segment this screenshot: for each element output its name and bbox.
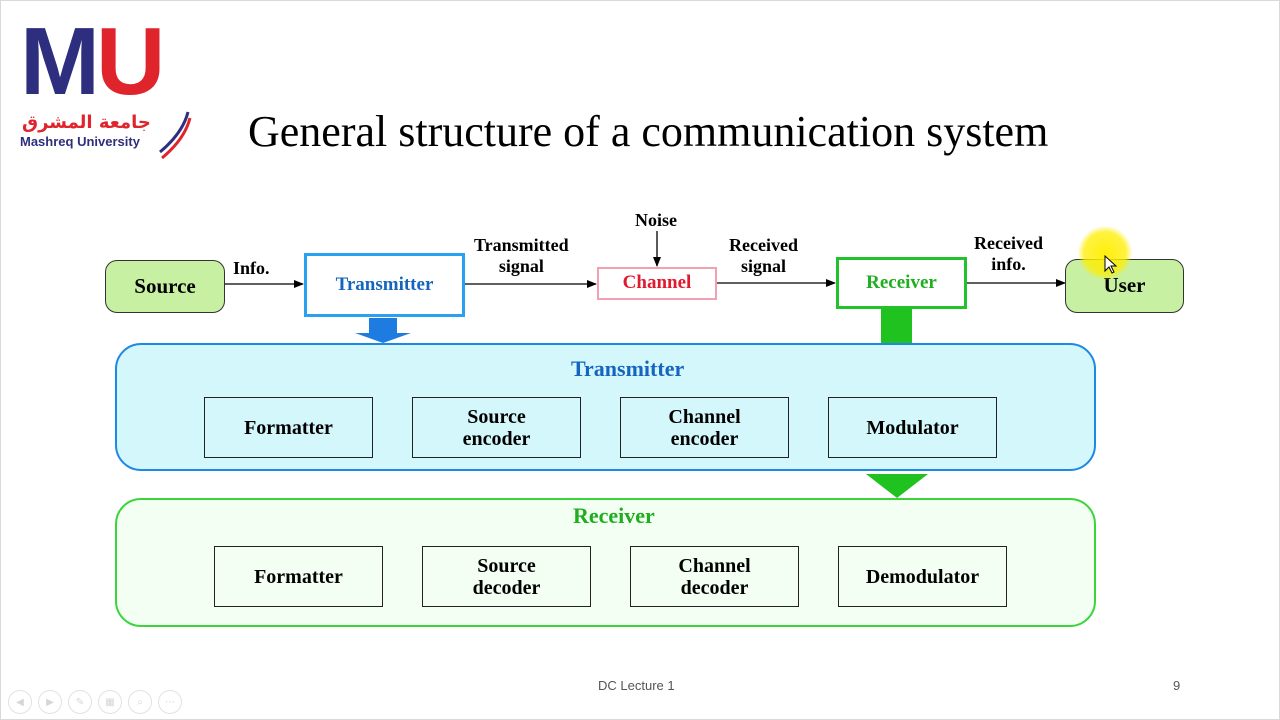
transmitter-to-receiver-arrow	[866, 474, 928, 498]
transmitted-signal-label: Transmitted signal	[474, 235, 569, 276]
logo-latin-name: Mashreq University	[20, 134, 140, 149]
received-info-label: Received info.	[974, 233, 1043, 274]
transmitted-signal-line1: Transmitted	[474, 235, 569, 255]
rx-block-line2: decoder	[472, 576, 541, 599]
noise-label: Noise	[635, 210, 677, 230]
modulator-block: Modulator	[828, 397, 997, 458]
received-signal-line1: Received	[729, 235, 798, 255]
rx-block-line1: Demodulator	[865, 565, 980, 588]
footer-title: DC Lecture 1	[598, 678, 675, 693]
transmitted-signal-line2: signal	[498, 255, 544, 276]
tx-block-line1: Formatter	[244, 416, 333, 439]
receiver-block: Receiver	[836, 257, 967, 309]
tx-block-line1: Modulator	[866, 416, 959, 439]
tx-block-line2: encoder	[670, 427, 739, 450]
slides-icon[interactable]: ▦	[98, 690, 122, 714]
rx-block-line1: Source	[477, 554, 536, 577]
received-info-line2: info.	[991, 253, 1026, 274]
rx-block-line2: decoder	[680, 576, 749, 599]
receiver-label: Receiver	[866, 271, 937, 293]
received-info-line1: Received	[974, 233, 1043, 253]
more-icon[interactable]: ⋯	[158, 690, 182, 714]
transmitter-label: Transmitter	[335, 273, 434, 295]
page-number: 9	[1173, 678, 1181, 693]
tx-block-line1: Channel	[668, 405, 741, 428]
logo-letter-u: U	[95, 8, 165, 115]
transmitter-expand-arrow	[355, 318, 411, 343]
mouse-pointer-icon	[1104, 255, 1118, 274]
next-icon[interactable]: ▶	[38, 690, 62, 714]
user-label: User	[1103, 273, 1146, 298]
zoom-icon[interactable]: ⌕	[128, 690, 152, 714]
slideshow-toolbar: ◀ ▶ ✎ ▦ ⌕ ⋯	[8, 690, 182, 714]
logo-letter-m: M	[20, 8, 100, 115]
pen-icon[interactable]: ✎	[68, 690, 92, 714]
rx-formatter-block: Formatter	[214, 546, 383, 607]
demodulator-block: Demodulator	[838, 546, 1007, 607]
received-signal-label: Received signal	[729, 235, 798, 276]
logo-arabic-name: جامعة المشرق	[22, 112, 151, 133]
received-signal-line2: signal	[740, 255, 786, 276]
source-block: Source	[105, 260, 225, 313]
logo-letters: MU	[20, 14, 165, 110]
university-logo: MU جامعة المشرق Mashreq University	[18, 14, 193, 160]
receiver-panel	[115, 498, 1096, 627]
channel-block: Channel	[597, 267, 717, 300]
logo-swoosh-icon	[159, 111, 192, 160]
slide-title: General structure of a communication sys…	[248, 107, 1049, 156]
rx-block-line1: Formatter	[254, 565, 343, 588]
transmitter-panel	[115, 343, 1096, 471]
source-label: Source	[134, 273, 196, 298]
transmitter-block: Transmitter	[304, 253, 465, 317]
tx-block-line2: encoder	[462, 427, 531, 450]
tx-block-line1: Source	[467, 405, 526, 428]
rx-block-line1: Channel	[678, 554, 751, 577]
receiver-expand-bar	[881, 309, 912, 343]
channel-label: Channel	[622, 272, 692, 294]
previous-icon[interactable]: ◀	[8, 690, 32, 714]
transmitter-panel-title: Transmitter	[571, 356, 685, 381]
receiver-panel-title: Receiver	[573, 503, 655, 528]
tx-formatter-block: Formatter	[204, 397, 373, 458]
info-label: Info.	[233, 258, 270, 278]
